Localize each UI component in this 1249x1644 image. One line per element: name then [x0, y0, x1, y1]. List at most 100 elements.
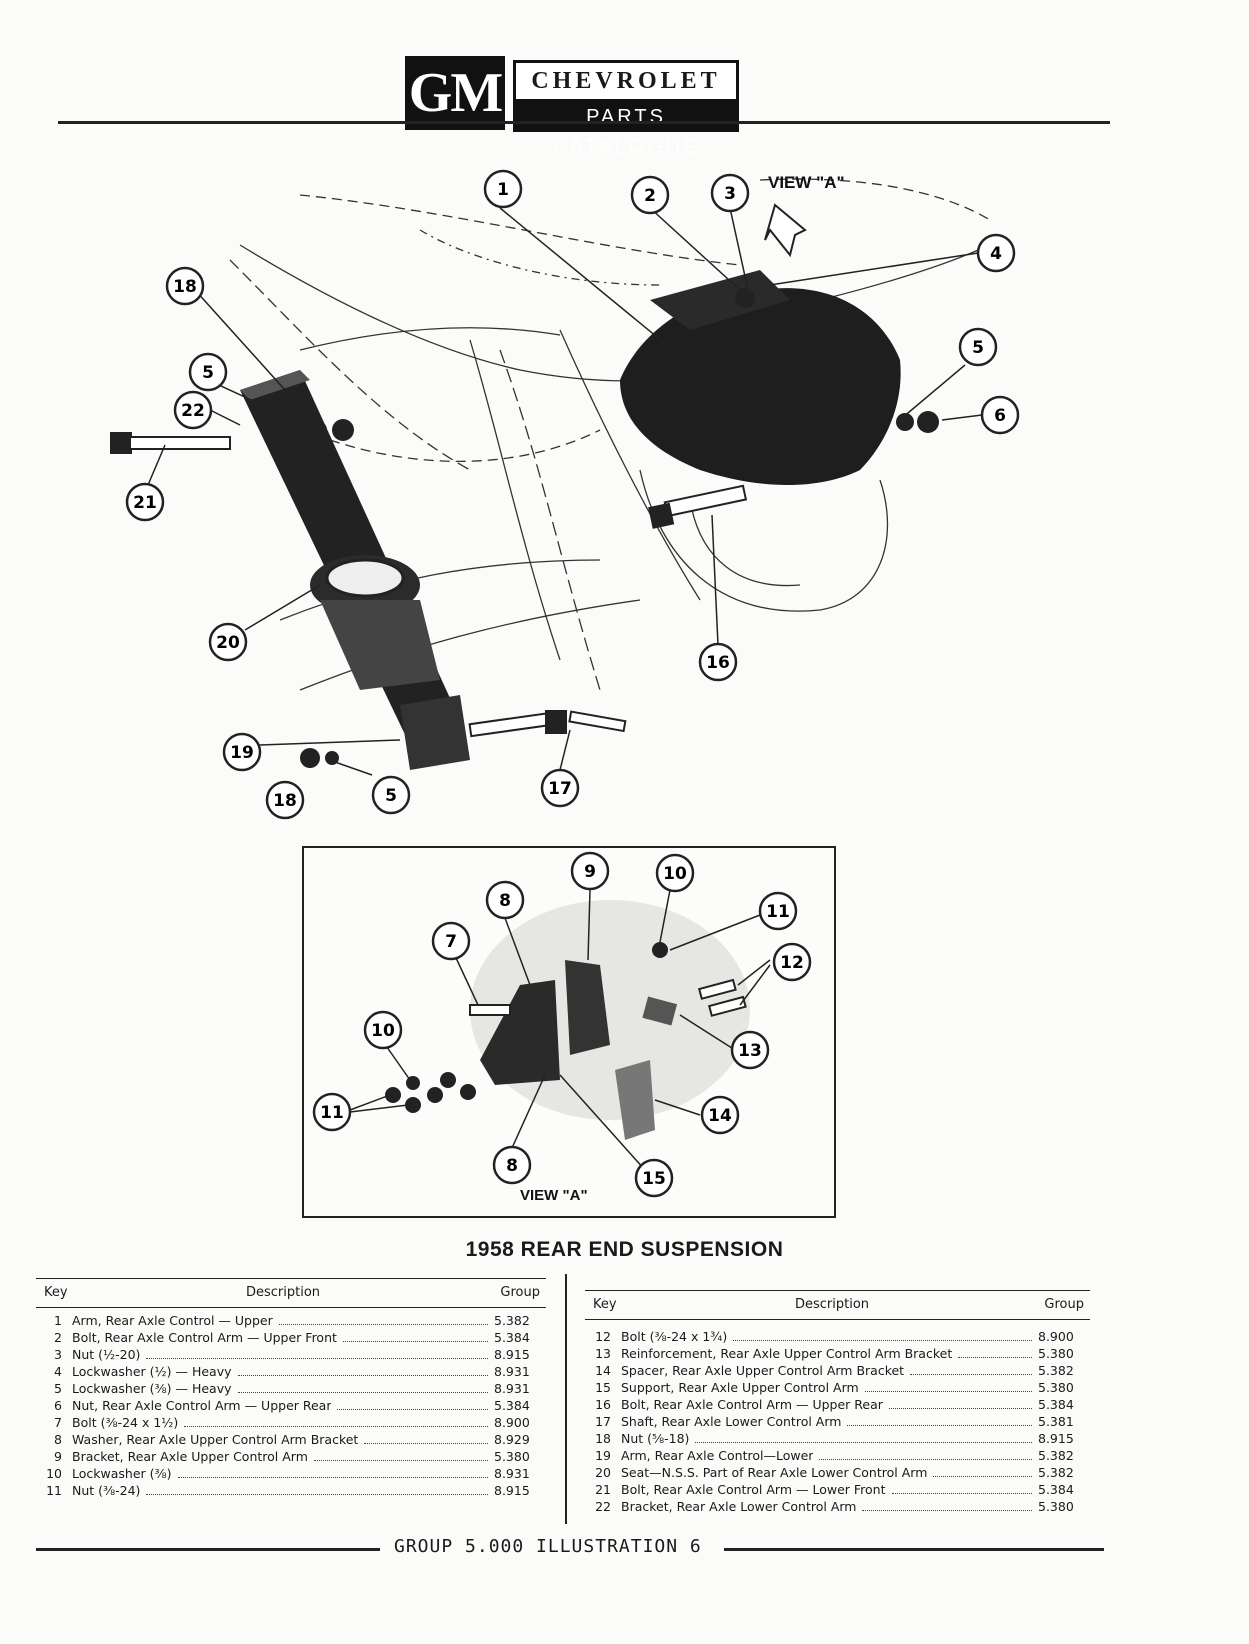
svg-text:10: 10 — [663, 864, 687, 884]
part-group: 5.382 — [1038, 1363, 1074, 1378]
part-description: Nut (⅝-18) — [621, 1431, 690, 1446]
svg-text:1: 1 — [497, 180, 509, 200]
callout-inset-15: 15 — [634, 1158, 674, 1198]
callout-6: 6 — [980, 395, 1020, 435]
part-description: Bolt (⅜-24 x 1½) — [72, 1415, 179, 1430]
svg-text:22: 22 — [181, 401, 205, 421]
callout-20: 20 — [208, 622, 248, 662]
part-key: 22 — [595, 1499, 611, 1514]
part-group: 8.931 — [494, 1364, 530, 1379]
svg-text:17: 17 — [548, 779, 572, 799]
part-group: 5.382 — [494, 1313, 530, 1328]
upper-arm-bracket — [650, 270, 790, 330]
part-key: 10 — [46, 1466, 62, 1481]
svg-text:2: 2 — [644, 186, 656, 206]
callout-21: 21 — [125, 482, 165, 522]
svg-text:21: 21 — [133, 493, 157, 513]
callout-inset-11-top: 11 — [758, 891, 798, 931]
part-group: 8.931 — [494, 1466, 530, 1481]
callout-inset-13: 13 — [730, 1030, 770, 1070]
callout-5-bottom: 5 — [371, 775, 411, 815]
callout-18-top: 18 — [165, 266, 205, 306]
key-header: Key — [44, 1285, 68, 1300]
inset-reinforcement — [642, 996, 678, 1026]
svg-text:8: 8 — [506, 1156, 518, 1176]
part-group: 8.915 — [494, 1347, 530, 1362]
part-key: 12 — [595, 1329, 611, 1344]
part-description: Bolt, Rear Axle Control Arm — Upper Rear — [621, 1397, 883, 1412]
part-description: Bracket, Rear Axle Lower Control Arm — [621, 1499, 857, 1514]
parts-row: 16 Bolt, Rear Axle Control Arm — Upper Re… — [585, 1396, 1090, 1413]
part-description: Seat—N.S.S. Part of Rear Axle Lower Cont… — [621, 1465, 928, 1480]
part-description: Arm, Rear Axle Control—Lower — [621, 1448, 814, 1463]
part-group: 5.384 — [1038, 1397, 1074, 1412]
callout-inset-9: 9 — [570, 851, 610, 891]
part-description: Lockwasher (⅜) — [72, 1466, 172, 1481]
callout-5-right: 5 — [958, 327, 998, 367]
part-group: 8.915 — [1038, 1431, 1074, 1446]
svg-text:20: 20 — [216, 633, 240, 653]
gm-logo: GM — [405, 56, 505, 130]
callout-5-left: 5 — [188, 352, 228, 392]
svg-text:5: 5 — [972, 338, 984, 358]
part-key: 9 — [54, 1449, 62, 1464]
part-description: Arm, Rear Axle Control — Upper — [72, 1313, 273, 1328]
upper-rear-bolt — [648, 484, 748, 529]
svg-text:8: 8 — [499, 891, 511, 911]
description-header-right: Description — [795, 1297, 870, 1312]
svg-text:11: 11 — [320, 1103, 344, 1123]
part-key: 16 — [595, 1397, 611, 1412]
description-header: Description — [246, 1285, 321, 1300]
part-key: 11 — [46, 1483, 62, 1498]
svg-text:11: 11 — [766, 902, 790, 922]
hardware-nuts — [300, 288, 939, 768]
callout-3: 3 — [710, 173, 750, 213]
header-rule — [58, 121, 1110, 124]
callout-inset-8-bottom: 8 — [492, 1145, 532, 1185]
part-description: Bolt (⅜-24 x 1¾) — [621, 1329, 728, 1344]
svg-text:6: 6 — [994, 406, 1006, 426]
lower-front-bolt — [110, 432, 231, 454]
part-description: Shaft, Rear Axle Lower Control Arm — [621, 1414, 842, 1429]
callouts-main: 1 2 3 4 5 6 5 18 22 21 20 16 19 18 5 17 — [125, 169, 1020, 820]
view-a-label-top: VIEW "A" — [768, 173, 845, 192]
callout-16: 16 — [698, 642, 738, 682]
svg-text:3: 3 — [724, 184, 736, 204]
svg-text:18: 18 — [273, 791, 297, 811]
part-group: 8.931 — [494, 1381, 530, 1396]
part-description: Nut (⅜-24) — [72, 1483, 141, 1498]
part-description: Nut (½-20) — [72, 1347, 141, 1362]
key-header-right: Key — [593, 1297, 617, 1312]
svg-text:15: 15 — [642, 1169, 666, 1189]
callout-1: 1 — [483, 169, 523, 209]
callouts-inset: 9 10 8 11 7 12 10 13 14 11 8 15 — [312, 851, 812, 1198]
group-header-right: Group — [1044, 1297, 1084, 1312]
part-key: 4 — [54, 1364, 62, 1379]
svg-text:5: 5 — [385, 786, 397, 806]
part-group: 5.382 — [1038, 1448, 1074, 1463]
lower-shaft — [468, 710, 627, 738]
svg-text:13: 13 — [738, 1041, 762, 1061]
part-group: 8.900 — [494, 1415, 530, 1430]
part-description: Bolt, Rear Axle Control Arm — Upper Fron… — [72, 1330, 337, 1345]
page-footer: GROUP 5.000 ILLUSTRATION 6 — [0, 1536, 1249, 1566]
svg-text:18: 18 — [173, 277, 197, 297]
part-group: 5.380 — [1038, 1346, 1074, 1361]
part-description: Lockwasher (⅜) — Heavy — [72, 1381, 232, 1396]
part-group: 8.915 — [494, 1483, 530, 1498]
part-key: 8 — [54, 1432, 62, 1447]
